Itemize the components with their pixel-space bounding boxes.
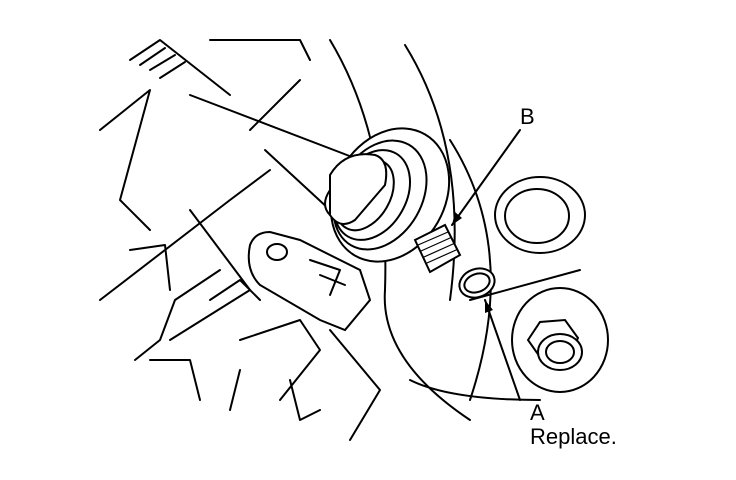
drain-bolt <box>511 287 609 393</box>
housing-outline <box>99 39 581 441</box>
o-ring-part-a <box>458 267 496 299</box>
bearing-assembly <box>329 127 451 263</box>
mounting-bracket <box>247 230 372 332</box>
leader-line-b <box>451 129 521 226</box>
sealing-plug <box>494 176 586 254</box>
leader-line-a <box>484 299 521 401</box>
callout-label-b: B <box>520 104 535 129</box>
callout-label-a: A <box>530 400 545 425</box>
splined-shaft-end <box>413 223 462 274</box>
callout-note-a: Replace. <box>530 424 617 449</box>
